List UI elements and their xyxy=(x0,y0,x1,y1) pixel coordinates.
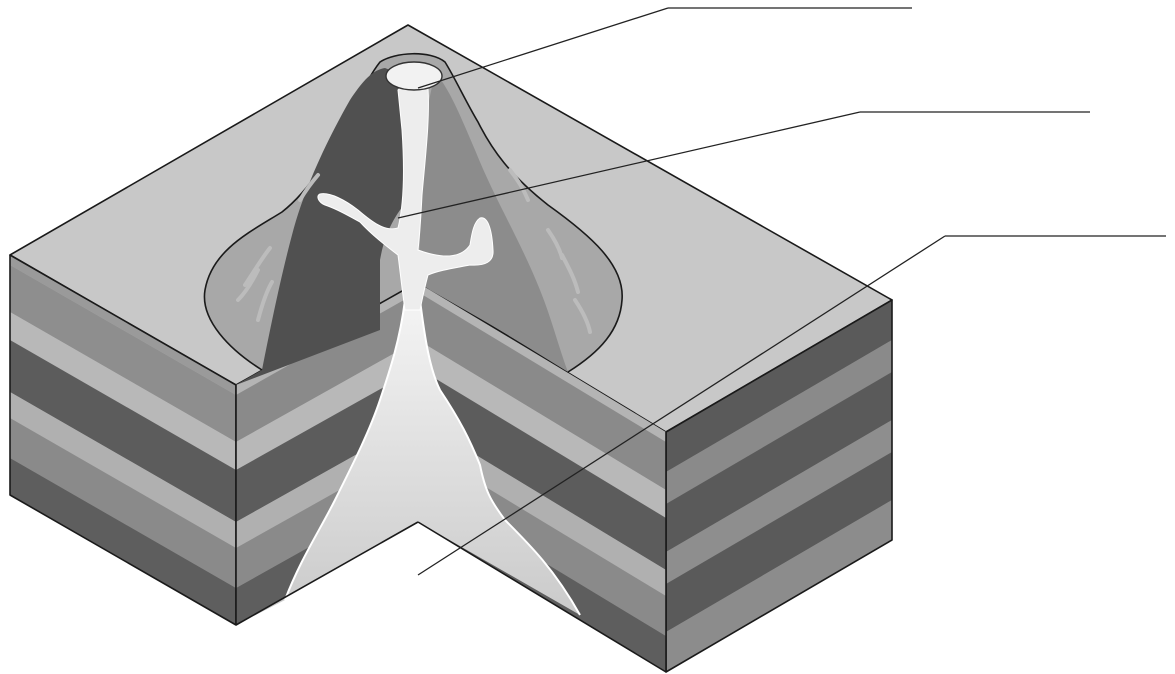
crater xyxy=(386,62,442,90)
leader-line-crater xyxy=(418,8,668,88)
